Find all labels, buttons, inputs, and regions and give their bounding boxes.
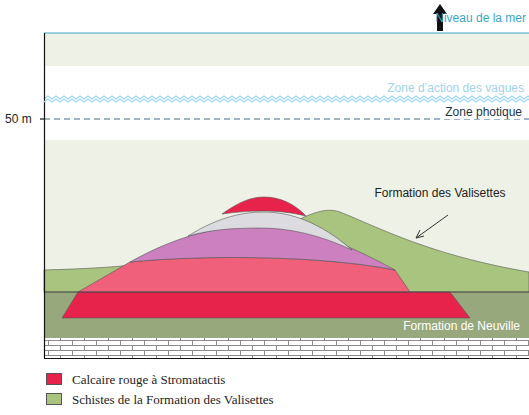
formation-label: Formation de Neuville — [403, 319, 520, 333]
legend-text: Calcaire rouge à Stromatactis — [72, 372, 225, 388]
legend-text: Schistes de la Formation des Valisettes — [72, 392, 274, 408]
legend-swatch — [46, 373, 62, 385]
wave-zone-label: Zone d’action des vagues — [387, 81, 524, 95]
legend-swatch — [46, 393, 62, 405]
sea-level-label: Niveau de la mer — [435, 11, 526, 25]
depth-label: 50 m — [5, 112, 32, 126]
photic-zone-label: Zone photique — [443, 105, 524, 119]
formation-label: Formation des Valisettes — [374, 186, 505, 200]
